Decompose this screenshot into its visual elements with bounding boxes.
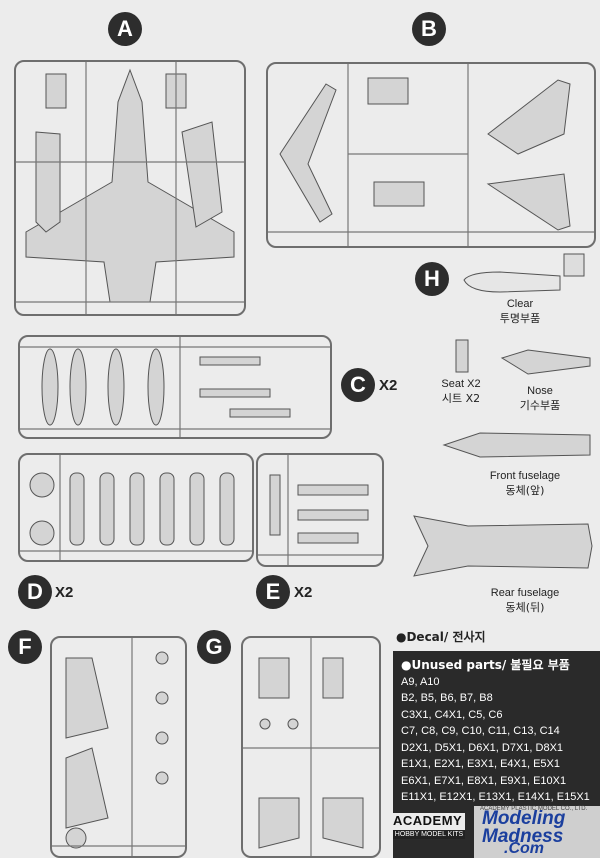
- unused-line: C7, C8, C9, C10, C11, C13, C14: [401, 725, 560, 737]
- academy-logo-text: ACADEMY: [393, 813, 463, 828]
- seat-label: Seat X2 시트 X2: [426, 378, 496, 406]
- sprue-b-parts: [268, 64, 594, 246]
- modeling-madness-watermark: ACADEMY PLASTIC MODEL CO., LTD. Modeling…: [474, 806, 600, 858]
- clear-label-en: Clear: [506, 298, 534, 310]
- sprue-e-multiplier: X2: [294, 584, 313, 601]
- sprue-g-frame: [241, 636, 381, 858]
- sprue-d-multiplier: X2: [55, 584, 74, 601]
- sprue-b-frame: [266, 62, 596, 248]
- academy-logo-sub: HOBBY MODEL KITS: [393, 830, 465, 839]
- front-fuselage-part: [442, 432, 591, 458]
- unused-line: E11X1, E12X1, E13X1, E14X1, E15X1: [401, 791, 590, 803]
- sprue-f-parts: [52, 638, 185, 856]
- watermark-line-3: .Com: [504, 840, 544, 857]
- sprue-a-frame: [14, 60, 246, 316]
- sprue-g-parts: [243, 638, 379, 856]
- sprue-c-frame: [18, 335, 332, 439]
- sprue-b-badge: B: [412, 12, 446, 46]
- unused-line: E6X1, E7X1, E8X1, E9X1, E10X1: [401, 774, 567, 787]
- sprue-c-multiplier: X2: [379, 377, 398, 394]
- unused-line: A9, A10: [401, 675, 440, 688]
- sprue-e-parts: [258, 455, 382, 565]
- clear-label-kr: 투명부품: [499, 312, 541, 325]
- canopy-part: [463, 253, 585, 293]
- unused-line: D2X1, D5X1, D6X1, D7X1, D8X1: [401, 741, 564, 754]
- front-fuselage-label: Front fuselage 동체(앞): [470, 470, 580, 498]
- rear-fuselage-label-kr: 동체(뒤): [505, 601, 545, 614]
- front-fuselage-label-kr: 동체(앞): [505, 484, 545, 497]
- sprue-c-badge: C: [341, 368, 375, 402]
- sprue-d-badge: D: [18, 575, 52, 609]
- seat-part: [455, 339, 469, 373]
- academy-logo: ACADEMY HOBBY MODEL KITS: [393, 813, 465, 839]
- sprue-f-frame: [50, 636, 187, 858]
- sprue-d-frame: [18, 453, 254, 562]
- rear-fuselage-label-en: Rear fuselage: [490, 587, 560, 599]
- nose-part: [500, 349, 591, 375]
- seat-label-kr: 시트 X2: [441, 392, 481, 405]
- sprue-e-badge: E: [256, 575, 290, 609]
- nose-label: Nose 기수부품: [500, 385, 580, 413]
- rear-fuselage-part: [413, 515, 593, 577]
- nose-label-en: Nose: [527, 385, 553, 397]
- unused-line: C3X1, C4X1, C5, C6: [401, 708, 503, 721]
- nose-label-kr: 기수부품: [519, 399, 561, 412]
- unused-parts-header: ●Unused parts/ 불필요 부품: [401, 658, 570, 672]
- rear-fuselage-label: Rear fuselage 동체(뒤): [470, 587, 580, 615]
- clear-label: Clear 투명부품: [480, 298, 560, 326]
- sprue-d-parts: [20, 455, 252, 560]
- sprue-h-badge: H: [415, 262, 449, 296]
- decal-note: ●Decal/ 전사지: [396, 630, 486, 644]
- watermark-small-text: ACADEMY PLASTIC MODEL CO., LTD.: [480, 806, 588, 812]
- sprue-g-badge: G: [197, 630, 231, 664]
- front-fuselage-label-en: Front fuselage: [489, 470, 561, 482]
- seat-label-en: Seat X2: [441, 378, 481, 390]
- unused-line: B2, B5, B6, B7, B8: [401, 692, 493, 704]
- sprue-c-parts: [20, 337, 330, 437]
- sprue-a-badge: A: [108, 12, 142, 46]
- sprue-f-badge: F: [8, 630, 42, 664]
- watermark-line-1: Modeling: [482, 808, 566, 829]
- unused-line: E1X1, E2X1, E3X1, E4X1, E5X1: [401, 758, 560, 770]
- sprue-e-frame: [256, 453, 384, 567]
- sprue-a-parts: [16, 62, 244, 314]
- watermark-line-2: Madness: [482, 826, 564, 847]
